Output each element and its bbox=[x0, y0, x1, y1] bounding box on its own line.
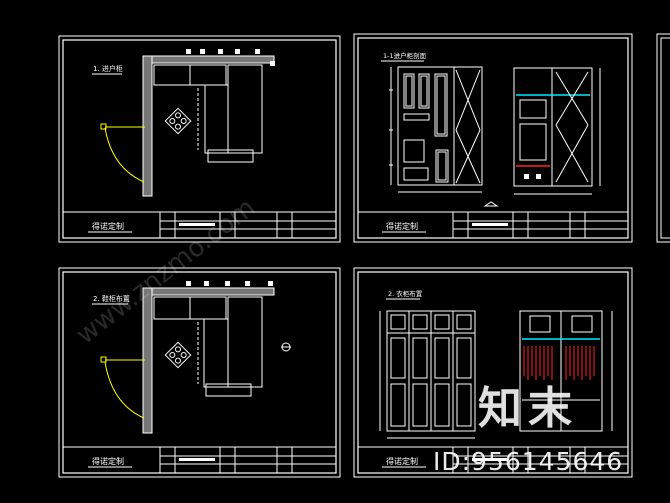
sheet-title: 1. 进户柜 bbox=[93, 64, 123, 73]
sheet-frame bbox=[353, 33, 633, 243]
title-block-label: 得诺定制 bbox=[386, 221, 418, 231]
sheet-frame bbox=[58, 35, 341, 243]
title-block: 得诺定制 bbox=[62, 446, 337, 474]
diamond-ornament bbox=[164, 107, 192, 135]
cabinet-b-outline bbox=[513, 67, 593, 187]
sheet-title: 2. 衣柜布置 bbox=[388, 289, 423, 298]
sheet-5-partial bbox=[656, 33, 670, 243]
section-arrow bbox=[483, 201, 499, 207]
door-swing-arc bbox=[104, 361, 145, 419]
sheet-frame bbox=[353, 267, 633, 478]
sheet-2-elevation: 1-1进户柜剖面 bbox=[353, 33, 633, 243]
door-swing-arc bbox=[104, 127, 145, 183]
wall-left bbox=[142, 55, 153, 197]
sheet-frame bbox=[58, 267, 341, 478]
watermark-id: ID:956145646 bbox=[433, 447, 624, 476]
title-block-label: 得诺定制 bbox=[386, 456, 418, 466]
sheet-1-plan: 1. 进户柜 bbox=[58, 35, 341, 243]
section-marker bbox=[281, 342, 291, 352]
title-block: 得诺定制 bbox=[62, 211, 337, 239]
sheet-title: 1-1进户柜剖面 bbox=[383, 51, 427, 60]
sheet-title: 2. 鞋柜布置 bbox=[93, 294, 130, 303]
diamond-ornament bbox=[164, 341, 192, 369]
cabinet-3 bbox=[204, 84, 229, 154]
base-block bbox=[205, 383, 252, 397]
title-block: 得诺定制 bbox=[357, 211, 629, 239]
sheet-4-elevation: 2. 衣柜布置 bbox=[353, 267, 633, 478]
watermark-logo: 知末 bbox=[478, 383, 578, 434]
wall-top bbox=[142, 55, 275, 64]
title-block: 得诺定制 bbox=[357, 446, 629, 474]
title-block-label: 得诺定制 bbox=[92, 221, 124, 231]
base-block bbox=[207, 149, 254, 163]
cabinet-3 bbox=[203, 318, 229, 388]
cabinet-a-outline bbox=[397, 66, 483, 186]
title-block-label: 得诺定制 bbox=[92, 456, 124, 466]
sheet-3-plan: 2. 鞋柜布置 bbox=[58, 267, 341, 478]
